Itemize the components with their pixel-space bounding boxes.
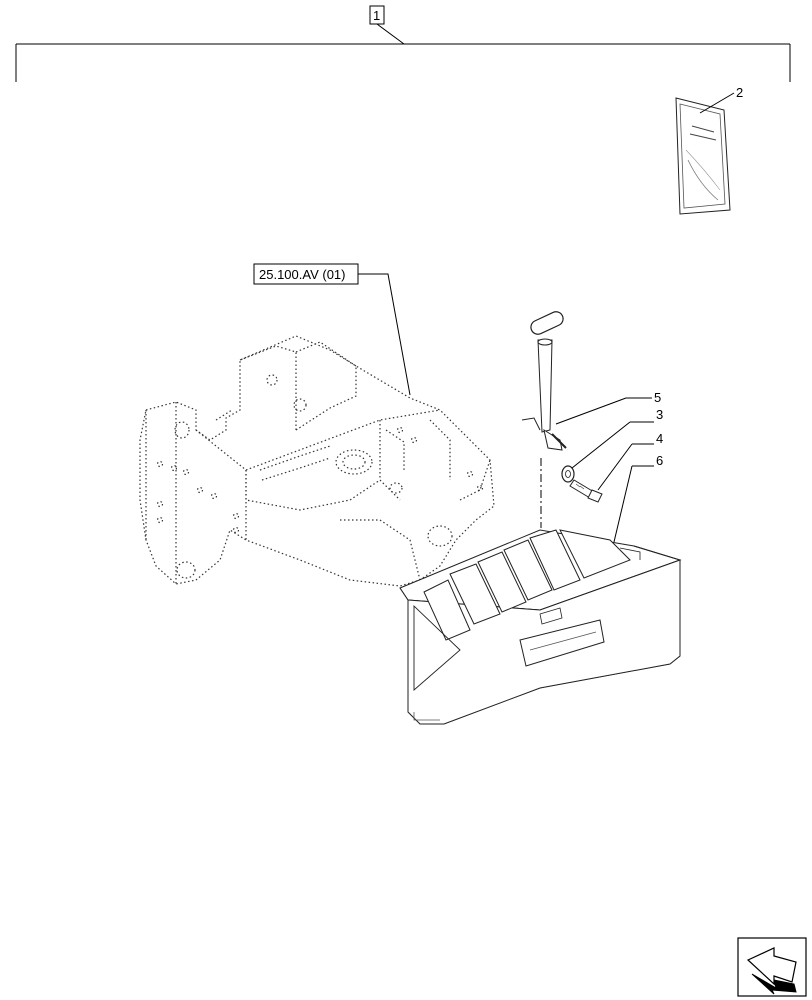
- assembly-callout-label: 1: [373, 8, 380, 23]
- instruction-booklet-part: [675, 97, 731, 215]
- next-page-arrow-icon[interactable]: [737, 937, 807, 997]
- washer-part: [561, 465, 575, 483]
- front-weight-part: [399, 529, 682, 725]
- callout-4: 4: [597, 431, 663, 491]
- pin-part: [521, 311, 567, 451]
- callout-6: 6: [613, 453, 663, 543]
- callout-6-label: 6: [656, 453, 663, 468]
- callout-5-label: 5: [654, 390, 661, 405]
- callout-2: 2: [699, 85, 743, 114]
- reference-callout: 25.100.AV (01): [253, 263, 411, 396]
- reference-label: 25.100.AV (01): [259, 267, 345, 282]
- bolt-part: [569, 479, 603, 503]
- assembly-bracket: 1: [15, 5, 791, 82]
- callout-3: 3: [571, 407, 663, 469]
- callout-2-label: 2: [736, 85, 743, 100]
- callout-3-label: 3: [656, 407, 663, 422]
- callout-4-label: 4: [656, 431, 663, 446]
- callout-5: 5: [555, 390, 661, 425]
- front-support-frame: [139, 335, 495, 587]
